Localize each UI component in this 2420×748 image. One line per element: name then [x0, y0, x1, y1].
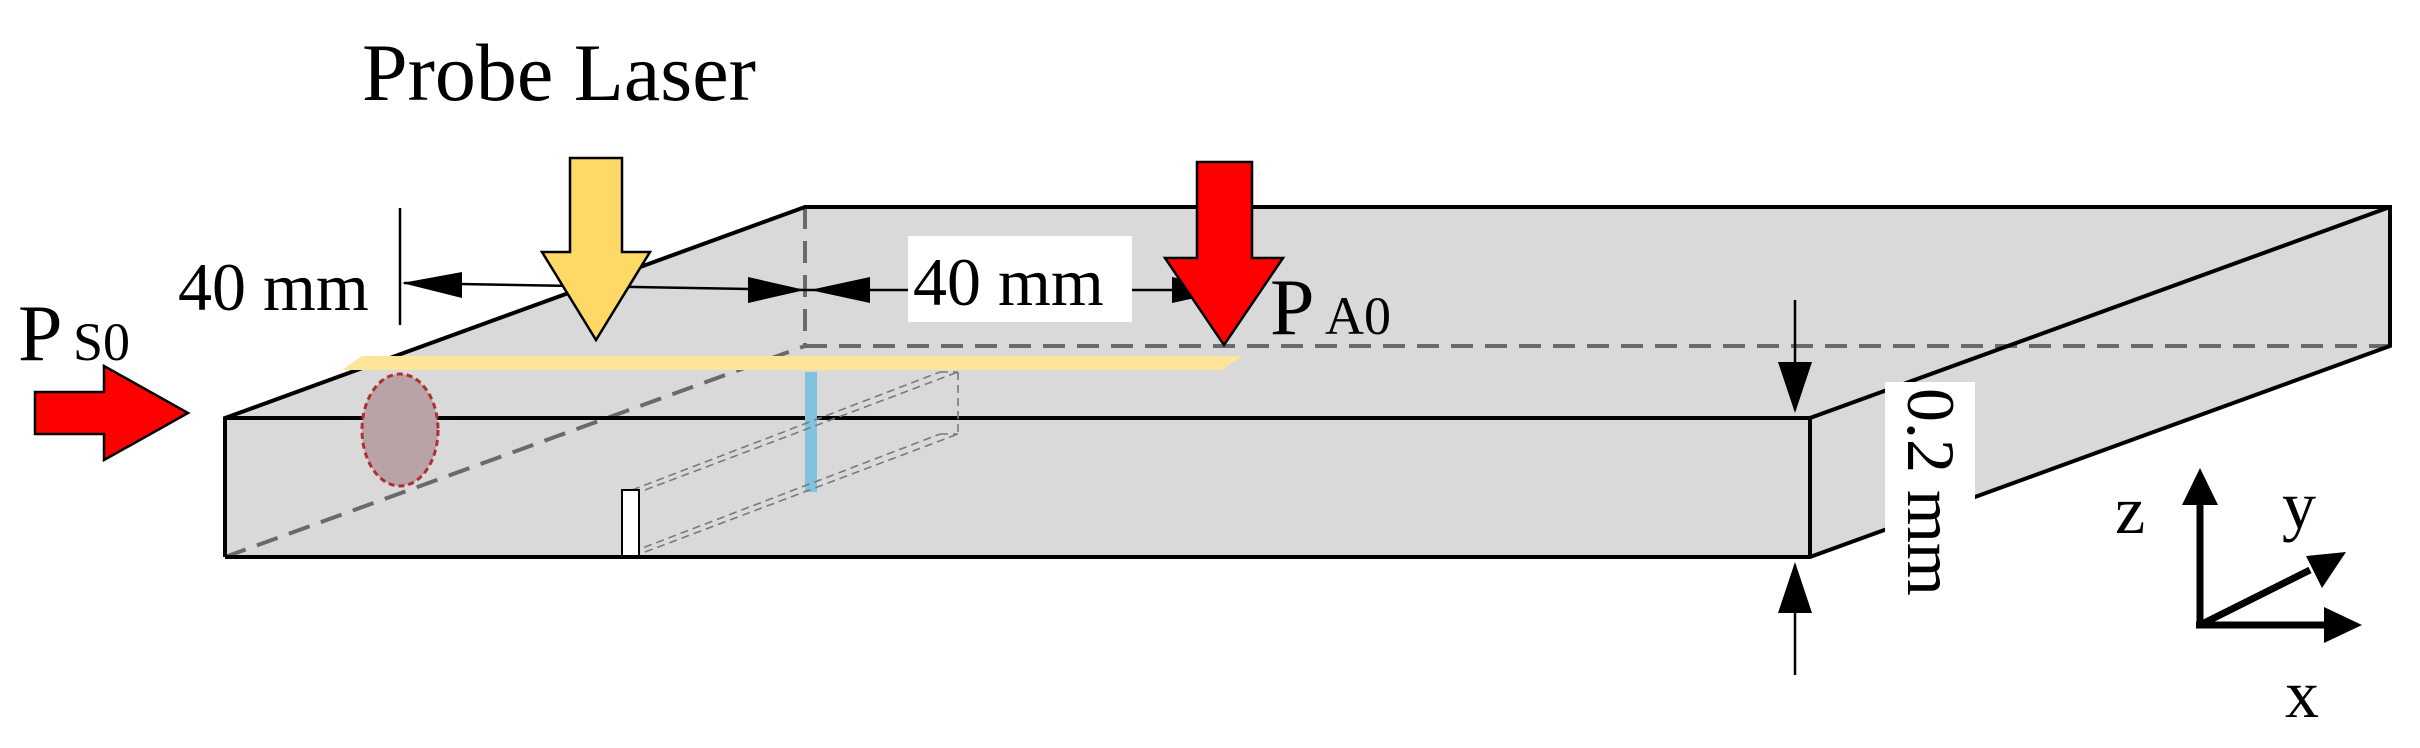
distance-left-bg: [173, 254, 397, 320]
svg-text:P: P: [18, 290, 63, 378]
signal-power-label: P S0: [18, 290, 130, 378]
groove-outline: [631, 371, 959, 553]
signal-arrow: [33, 363, 191, 463]
svg-text:A0: A0: [1325, 286, 1391, 346]
hidden-edge-left-bottom: [224, 344, 806, 559]
svg-text:S0: S0: [73, 312, 130, 372]
probe-laser-label: Probe Laser: [362, 27, 756, 118]
y-axis: [2198, 566, 2312, 629]
thickness-bg: [1885, 382, 1975, 622]
axes: z y x: [2115, 467, 2362, 732]
thickness-label: 0.2 mm: [1893, 388, 1969, 596]
slab-front-face: [225, 418, 1810, 557]
signal-beam-spot: [360, 372, 440, 488]
probe-laser-arrow: [539, 156, 653, 343]
pump-arrow: [1162, 160, 1286, 348]
axis-y-label: y: [2282, 467, 2316, 543]
svg-text:P: P: [1270, 264, 1315, 352]
dimension-thickness: [1778, 300, 1812, 675]
groove-notch: [621, 489, 640, 557]
distance-right-bg: [908, 236, 1132, 322]
axis-x-label: x: [2285, 656, 2319, 732]
probe-beam: [342, 356, 1242, 370]
pump-power-label: P A0: [1270, 264, 1391, 352]
interaction-line: [805, 372, 817, 492]
distance-left-label: 40 mm: [178, 249, 369, 325]
axis-z-label: z: [2115, 472, 2145, 548]
distance-right-label: 40 mm: [913, 244, 1104, 320]
